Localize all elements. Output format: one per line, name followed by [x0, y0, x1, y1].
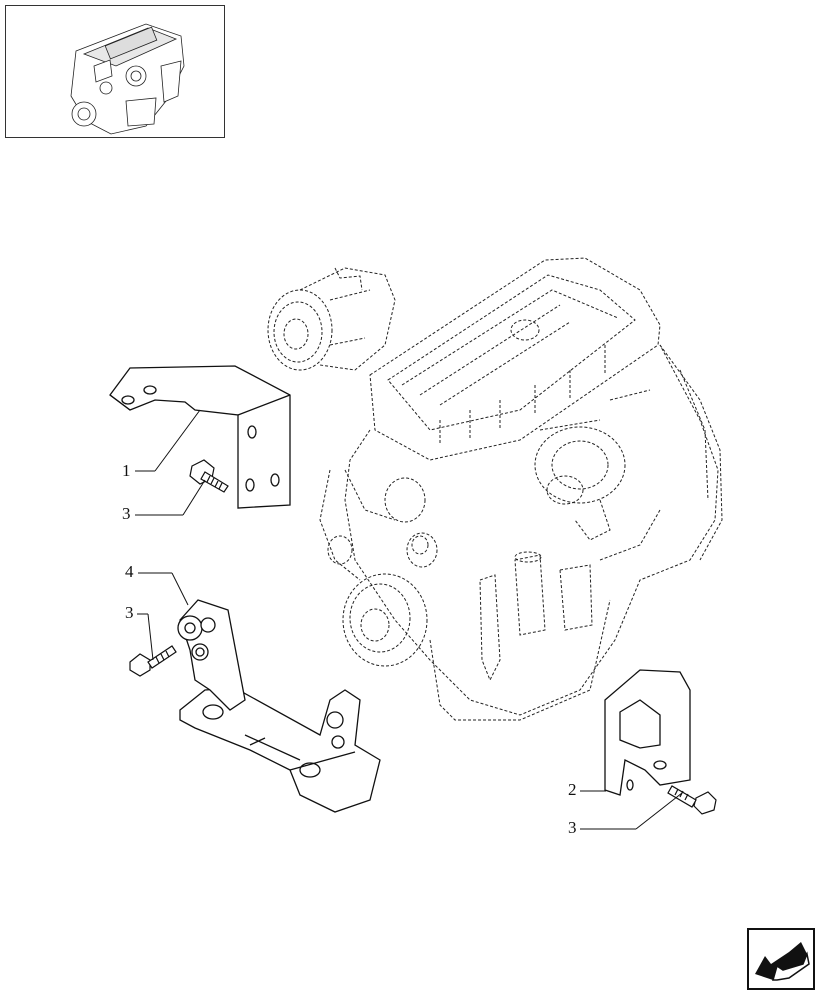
callout-3-lower: 3: [568, 818, 577, 837]
leader-line-4-diag: [171, 572, 189, 606]
engine-block-outline: [319, 257, 723, 721]
callout-1: 1: [122, 461, 131, 480]
bolt-3-lower: [667, 785, 717, 815]
leader-line-1-diag: [154, 409, 201, 472]
part-1-bracket: [109, 365, 291, 509]
engine-thumbnail-icon: [70, 23, 185, 135]
bolt-3-middle: [129, 645, 177, 677]
leader-line-3c-diag: [635, 792, 683, 830]
bolt-3-upper: [189, 459, 229, 493]
leader-lines: [135, 409, 683, 830]
part-2-bracket: [604, 669, 691, 796]
next-page-arrow-icon: [755, 942, 810, 981]
part-4-mount-cradle: [177, 599, 381, 813]
next-page-button[interactable]: [747, 928, 815, 990]
callout-3-middle: 3: [125, 603, 134, 622]
callout-3-upper: 3: [122, 504, 131, 523]
callout-4: 4: [125, 562, 134, 581]
ac-compressor-outline: [267, 267, 396, 371]
leader-line-3a-diag: [182, 479, 206, 516]
leader-line-3b-diag: [147, 613, 154, 661]
engine-thumbnail: [5, 5, 225, 138]
callout-2: 2: [568, 780, 577, 799]
